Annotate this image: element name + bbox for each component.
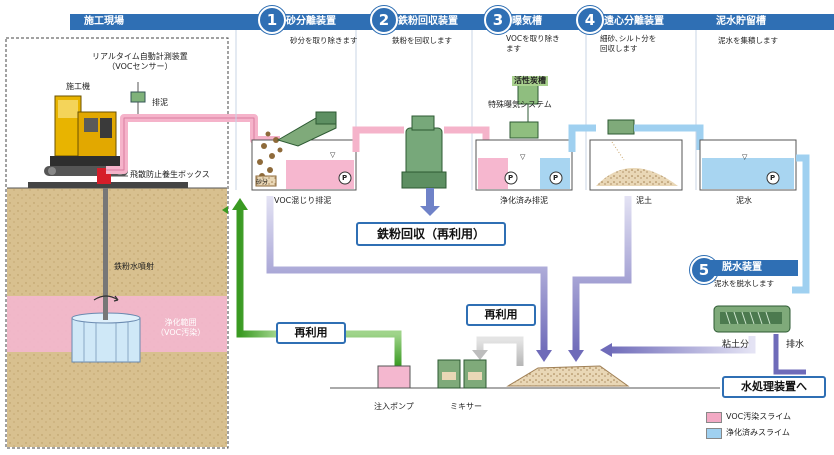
step-number-1: 1 bbox=[258, 6, 286, 34]
step-desc-4: 細砂､シルト分を 回収します bbox=[600, 34, 657, 53]
water-level-icon: ▽ bbox=[330, 151, 336, 159]
iron-recovery-box: 鉄粉回収（再利用） bbox=[356, 222, 506, 246]
flow-clay bbox=[608, 336, 756, 354]
site-frame bbox=[5, 37, 229, 449]
step-desc-2: 鉄粉を回収します bbox=[392, 36, 452, 45]
legend-label-voc: VOC汚染スライム bbox=[726, 412, 792, 421]
purify-range-label: 浄化範囲 （VOC汚染） bbox=[156, 318, 206, 337]
voc-sensor-label: リアルタイム自動計測装置 （VOCセンサー） bbox=[92, 52, 188, 71]
reuse-left-box: 再利用 bbox=[276, 322, 346, 344]
site-header: 施工現場 bbox=[70, 14, 240, 30]
carbon-label: 活性炭槽 bbox=[512, 76, 548, 86]
flow-mud-soil bbox=[572, 196, 632, 352]
to-water-box: 水処理装置へ bbox=[722, 376, 826, 398]
legend-label-purified: 浄化済みスライム bbox=[726, 428, 790, 437]
purified-mud-label: 浄化済み排泥 bbox=[500, 196, 548, 205]
step-desc-1: 砂分を取り除きます bbox=[290, 36, 358, 45]
flow-voc-mud bbox=[266, 196, 548, 352]
arrow-down bbox=[420, 206, 440, 216]
iron-recovery-unit bbox=[401, 115, 447, 189]
mud-water-label: 泥水 bbox=[736, 196, 752, 205]
water-level-icon: ▽ bbox=[520, 153, 526, 161]
pump-icon bbox=[504, 171, 518, 185]
machine-label: 施工機 bbox=[66, 82, 90, 91]
mixer bbox=[437, 359, 487, 389]
site-title: 施工現場 bbox=[84, 16, 124, 27]
pump-icon bbox=[549, 171, 563, 185]
sand-tag: 砂分 bbox=[256, 179, 269, 186]
step-title-4: 遠心分離装置 bbox=[604, 16, 664, 27]
drill-rod bbox=[103, 172, 108, 320]
legend-swatch-voc bbox=[706, 412, 722, 423]
tank-sand bbox=[251, 131, 357, 191]
box-label: 飛散防止養生ボックス bbox=[130, 170, 210, 179]
voc-sensor bbox=[130, 91, 146, 103]
step-number-3: 3 bbox=[484, 6, 512, 34]
pump-icon-label: P bbox=[770, 174, 776, 182]
pump-icon-label: P bbox=[508, 174, 514, 182]
sand-separator bbox=[276, 111, 337, 147]
water-level-icon: ▽ bbox=[742, 153, 748, 161]
pump-icon bbox=[766, 171, 780, 185]
dewater-desc: 泥水を脱水します bbox=[714, 279, 774, 288]
mud-water-tank bbox=[699, 139, 797, 191]
soil-pile bbox=[506, 365, 630, 387]
centrifuge-tank bbox=[589, 119, 683, 191]
work-platform bbox=[28, 182, 188, 188]
step-title-5: 泥水貯留槽 bbox=[716, 16, 766, 27]
flow-reuse bbox=[236, 206, 276, 338]
reuse-mid-box: 再利用 bbox=[466, 304, 536, 326]
dewatering-machine bbox=[713, 305, 791, 333]
injection-pump bbox=[377, 365, 411, 389]
step-title-3: 曝気槽 bbox=[512, 16, 542, 27]
step-desc-5: 泥水を集積します bbox=[718, 36, 778, 45]
step-title-2: 鉄粉回収装置 bbox=[398, 16, 458, 27]
step-title-1: 砂分離装置 bbox=[286, 16, 336, 27]
purify-column bbox=[71, 317, 141, 363]
clay-label: 粘土分 bbox=[722, 340, 750, 350]
pump-icon-label: P bbox=[553, 174, 559, 182]
step-desc-3: VOCを取り除き ます bbox=[506, 34, 560, 53]
pump-icon-label: P bbox=[342, 174, 348, 182]
voc-mud-label: VOC混じり排泥 bbox=[274, 196, 332, 205]
mixer-label: ミキサー bbox=[450, 402, 482, 411]
exhaust-label: 排泥 bbox=[152, 98, 168, 107]
construction-machine bbox=[44, 95, 128, 176]
mud-soil-label: 泥土 bbox=[636, 196, 652, 205]
jet-label: 鉄粉水噴射 bbox=[114, 262, 154, 271]
dewater-title: 脱水装置 bbox=[708, 260, 798, 276]
injection-pump-label: 注入ポンプ bbox=[374, 402, 414, 411]
pump-icon bbox=[338, 171, 352, 185]
drain-label: 排水 bbox=[786, 340, 805, 350]
step-number-2: 2 bbox=[370, 6, 398, 34]
blue-pipe bbox=[792, 154, 810, 294]
step-number-4: 4 bbox=[576, 6, 604, 34]
aeration-label: 特殊曝気システム bbox=[488, 100, 552, 109]
legend-swatch-purified bbox=[706, 428, 722, 439]
